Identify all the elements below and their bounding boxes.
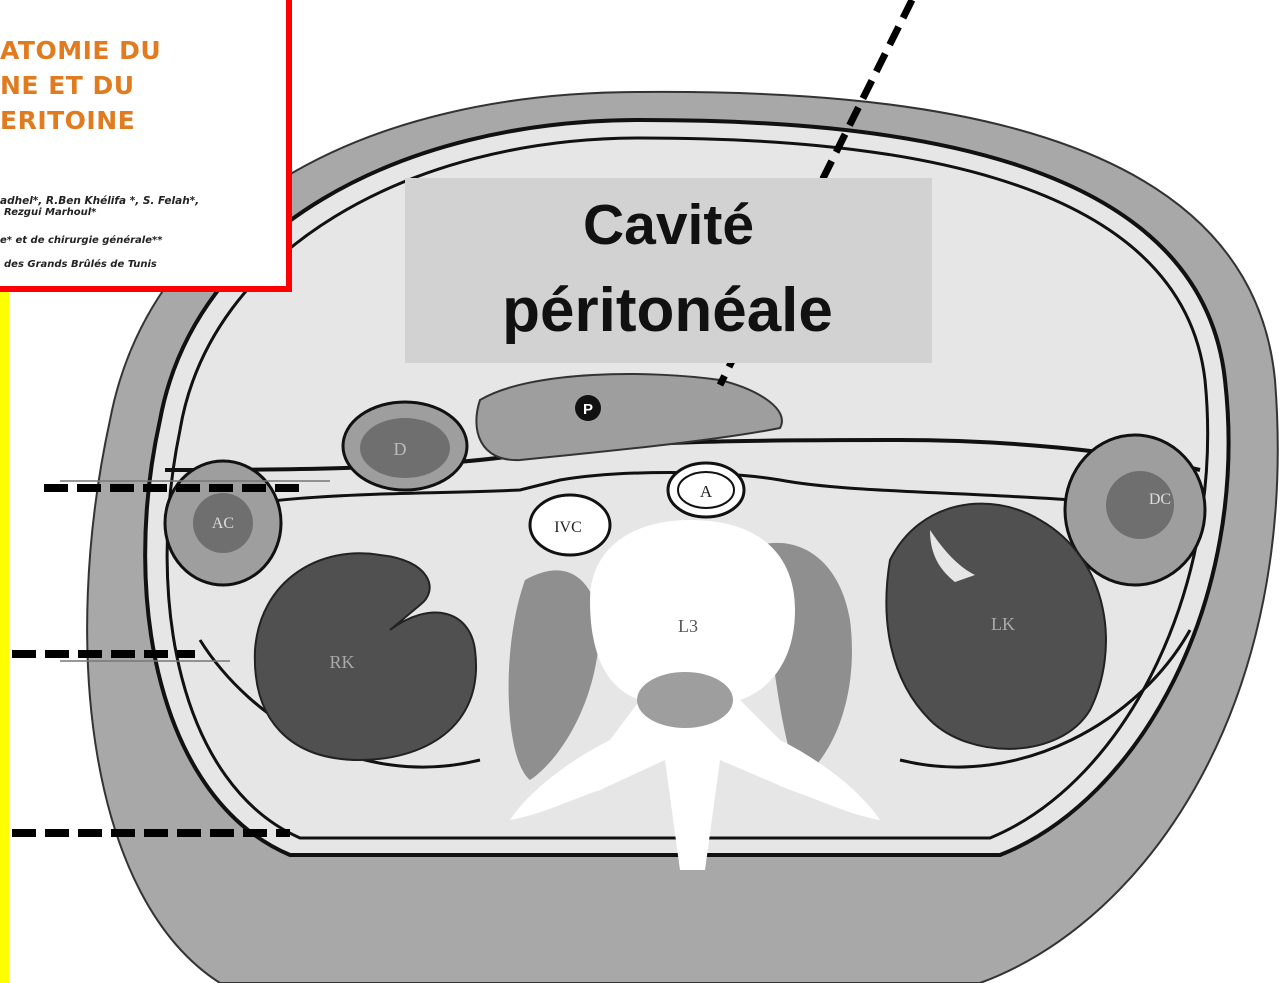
descending-colon-label: DC bbox=[1149, 491, 1171, 508]
aorta-label: A bbox=[700, 482, 713, 501]
title-line-2: NE ET DU bbox=[0, 71, 135, 100]
side-accent-bar bbox=[0, 292, 9, 983]
duodenum-label: D bbox=[394, 439, 407, 459]
title-card: ATOMIE DU NE ET DU ERITOINE adhel*, R.Be… bbox=[0, 0, 292, 292]
title-line-3: ERITOINE bbox=[0, 106, 135, 135]
pancreas-label: P bbox=[583, 401, 593, 418]
right-kidney-label: RK bbox=[329, 652, 354, 672]
left-kidney-label: LK bbox=[991, 614, 1015, 634]
authors-line-2: Rezgui Marhoul* bbox=[4, 207, 96, 218]
ascending-colon-label: AC bbox=[212, 515, 234, 532]
title-line-1: ATOMIE DU bbox=[0, 36, 161, 65]
center-line: des Grands Brûlés de Tunis bbox=[4, 259, 157, 270]
cavity-label-line2: péritonéale bbox=[435, 275, 900, 346]
ivc-label: IVC bbox=[554, 519, 582, 536]
spinal-canal bbox=[637, 672, 733, 728]
department-line: e* et de chirurgie générale** bbox=[0, 235, 162, 246]
l3-label: L3 bbox=[678, 616, 698, 636]
authors-line-1: adhel*, R.Ben Khélifa *, S. Felah*, bbox=[0, 195, 199, 207]
cavity-label-line1: Cavité bbox=[515, 192, 822, 258]
